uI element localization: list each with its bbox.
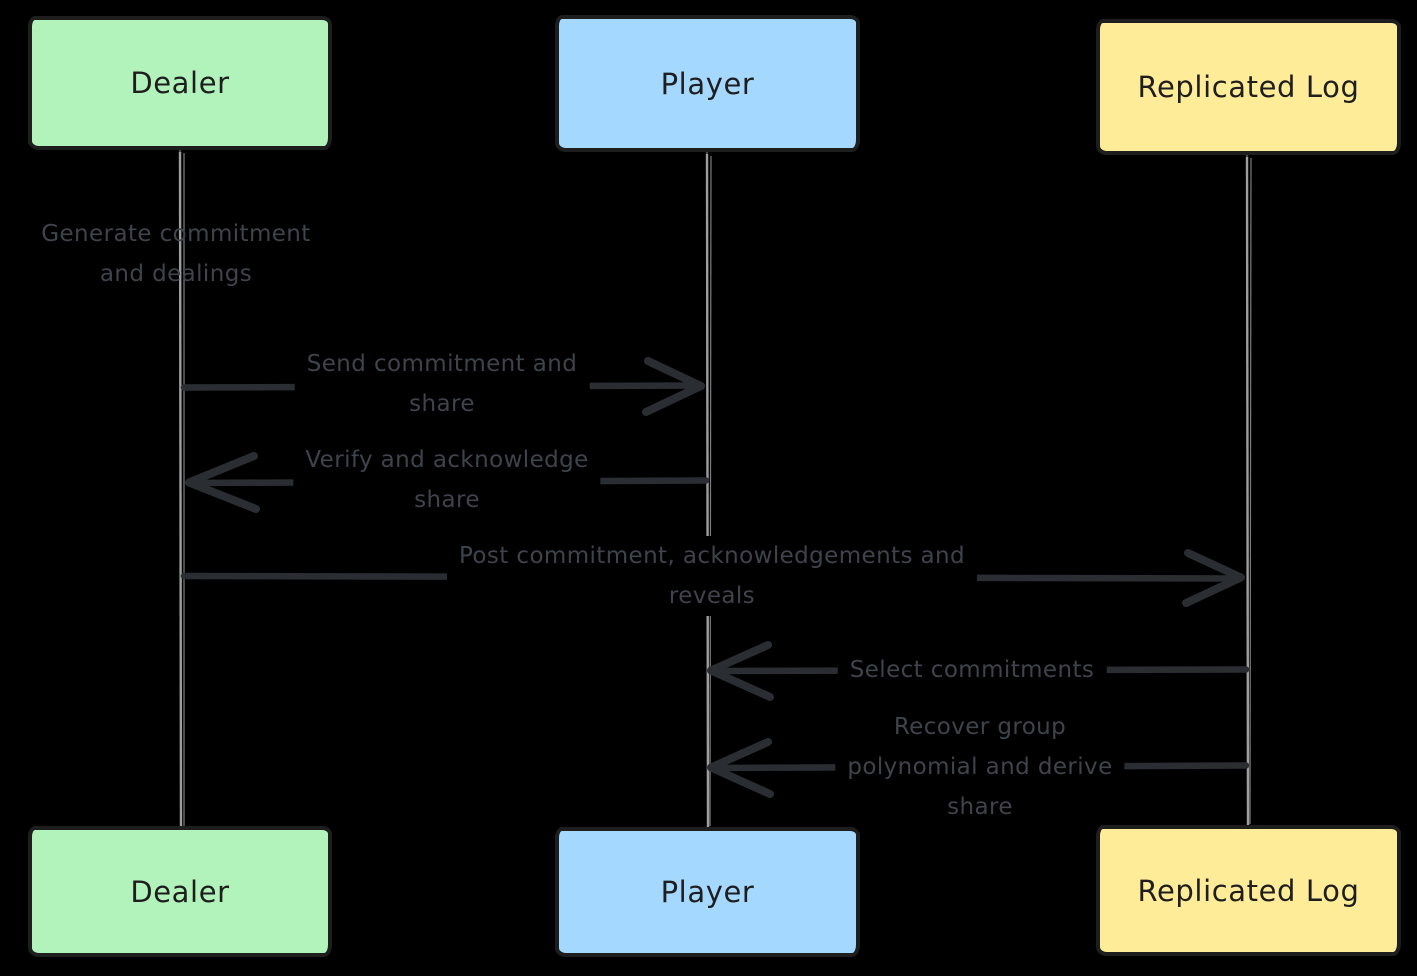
- lifeline-player: [705, 151, 712, 829]
- actor-dealer-label: Dealer: [130, 66, 230, 100]
- arrowhead-left-icon: [185, 452, 260, 513]
- arrowhead-right-icon: [1182, 549, 1245, 607]
- actor-replicated-log-label: Replicated Log: [1137, 873, 1360, 908]
- message-label-verify-and-acknowledge-share: Verify and acknowledge share: [293, 440, 601, 520]
- actor-dealer-bottom: Dealer: [28, 826, 332, 957]
- message-label-send-commitment-and-share: Send commitment and share: [294, 344, 590, 424]
- message-label-recover-group-polynomial: Recover group polynomial and derive shar…: [835, 707, 1125, 827]
- actor-dealer-label: Dealer: [130, 874, 230, 909]
- arrowhead-left-icon: [707, 641, 774, 701]
- arrowhead-right-icon: [642, 357, 705, 416]
- message-label-select-commitments: Select commitments: [837, 650, 1107, 690]
- actor-replicated-log-label: Replicated Log: [1137, 70, 1360, 104]
- actor-player-top: Player: [555, 15, 860, 152]
- message-note-generate-commitment: Generate commitment and dealings: [41, 221, 311, 287]
- message-label-post-commitment-acks-reveals: Post commitment, acknowledgements and re…: [446, 536, 978, 616]
- actor-dealer-top: Dealer: [28, 16, 332, 150]
- actor-player-bottom: Player: [555, 827, 860, 957]
- lifeline-dealer: [178, 149, 185, 829]
- actor-replicated-log-bottom: Replicated Log: [1096, 825, 1401, 956]
- arrowhead-left-icon: [707, 738, 774, 798]
- actor-replicated-log-top: Replicated Log: [1096, 19, 1401, 155]
- lifeline-replicated-log: [1245, 154, 1252, 827]
- actor-player-label: Player: [660, 66, 755, 101]
- actor-player-label: Player: [660, 875, 755, 909]
